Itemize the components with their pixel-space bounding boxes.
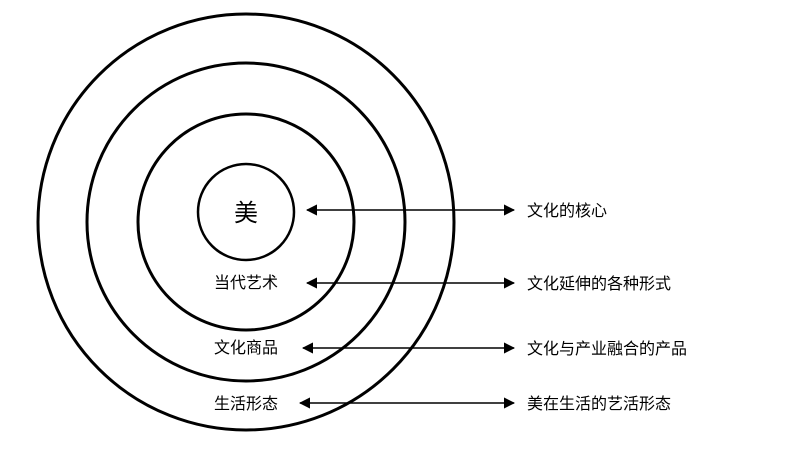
description-life-art: 美在生活的艺活形态 (527, 394, 671, 413)
center-circle-beauty (196, 162, 296, 262)
inner-ring-contemporary-art (136, 112, 356, 332)
description-core: 文化的核心 (527, 201, 607, 220)
outer-ring-lifestyle (36, 12, 456, 432)
layer-label-lifestyle: 生活形态 (214, 394, 278, 413)
layer-label-cultural-goods: 文化商品 (214, 338, 278, 357)
center-label: 美 (234, 199, 258, 227)
description-industry-products: 文化与产业融合的产品 (527, 339, 687, 358)
layer-label-contemporary-art: 当代艺术 (214, 273, 278, 292)
middle-ring-cultural-goods (85, 61, 407, 383)
description-extensions: 文化延伸的各种形式 (527, 274, 671, 293)
